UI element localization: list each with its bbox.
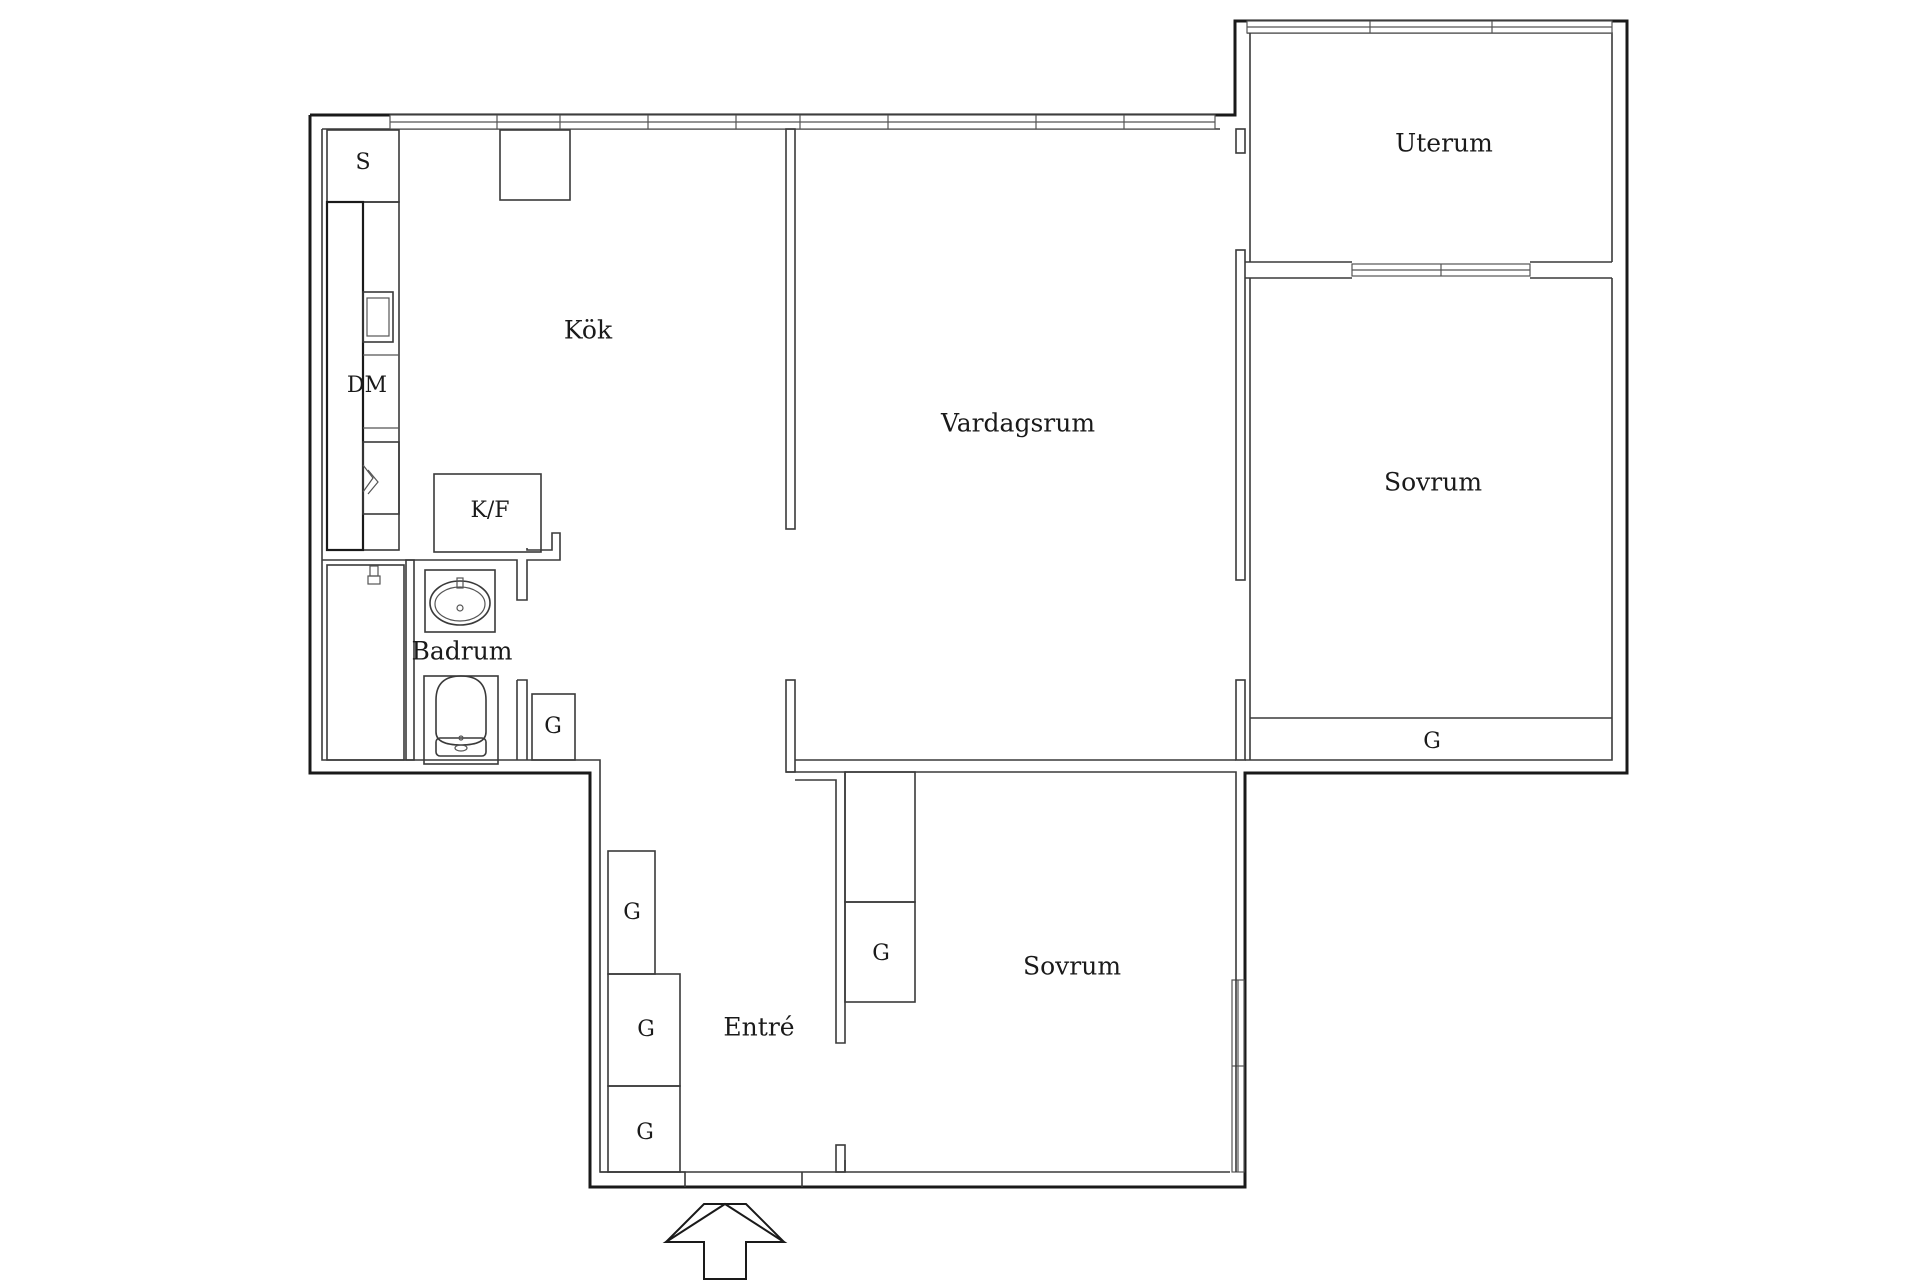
outer-walls (308, 19, 1629, 1189)
washbasin-icon (424, 569, 496, 633)
range-hood (499, 129, 571, 201)
label-storage: S (355, 150, 370, 175)
label-wardrobe: G (544, 714, 562, 739)
label-wardrobe: G (637, 1017, 655, 1042)
closet-entrance-top (531, 693, 576, 761)
kitchen-fixtures (325, 129, 571, 553)
room-label-kitchen: Kök (564, 316, 613, 345)
label-fridge-freezer: K/F (470, 498, 509, 523)
label-wardrobe: G (872, 941, 890, 966)
label-wardrobe: G (1423, 729, 1441, 754)
room-label-bedroom-upper: Sovrum (1384, 468, 1482, 497)
stove-icon (362, 441, 400, 515)
fridge-freezer (433, 473, 542, 553)
room-label-entrance: Entré (723, 1013, 794, 1042)
entrance-wardrobes (607, 771, 916, 1173)
windows (389, 20, 1613, 1173)
kitchen-counter (325, 200, 365, 552)
label-wardrobe: G (623, 900, 641, 925)
toilet-icon (423, 675, 499, 765)
sink-icon (362, 291, 394, 343)
room-label-bathroom: Badrum (411, 637, 512, 666)
label-wardrobe: G (636, 1120, 654, 1145)
interior-walls (322, 33, 1612, 1187)
bathroom-fixtures (326, 564, 576, 765)
room-label-sunroom: Uterum (1395, 129, 1493, 158)
room-label-living-room: Vardagsrum (940, 409, 1095, 438)
label-dishwasher: DM (347, 373, 387, 398)
tap-icon (367, 565, 381, 585)
room-label-bedroom-lower: Sovrum (1023, 952, 1121, 981)
